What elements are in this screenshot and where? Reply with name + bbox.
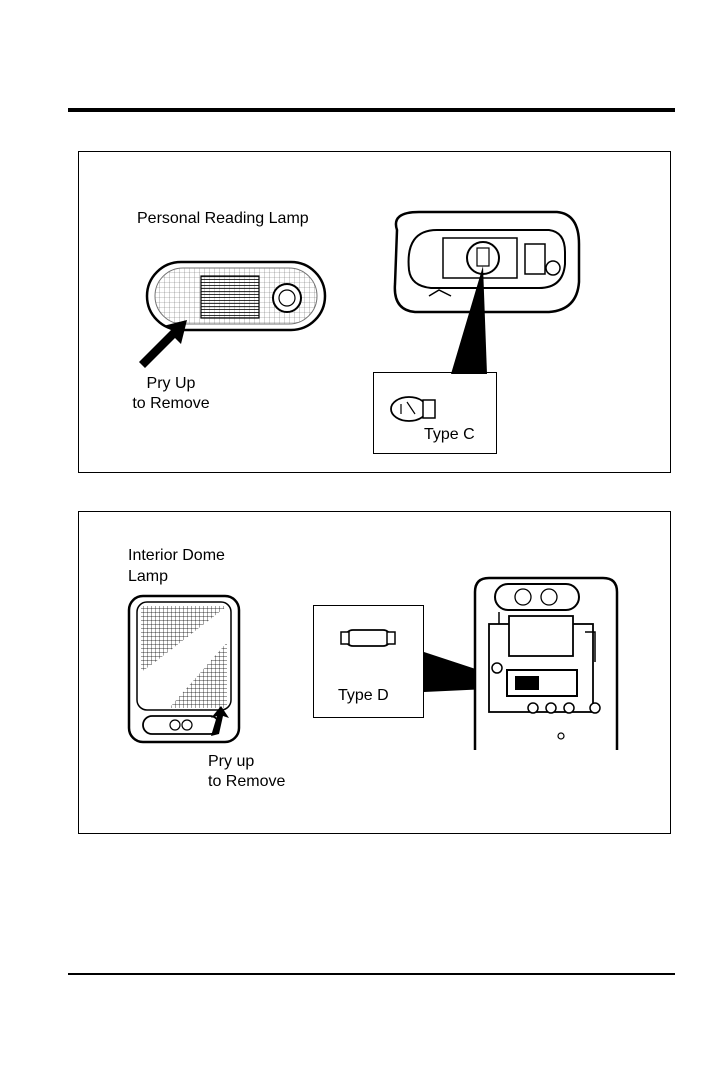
dome-lamp-lens: [129, 596, 239, 742]
reading-lamp-housing: [395, 212, 579, 312]
footer-rule: [68, 973, 675, 975]
header-rule: [68, 108, 675, 112]
pry-up-label-line1: Pry Up: [111, 374, 231, 393]
pry-up-label-line2: to Remove: [208, 772, 285, 791]
type-c-label: Type C: [424, 425, 475, 444]
reading-lamp-lens: [147, 262, 325, 330]
reading-lamp-figure: Personal Reading Lamp: [78, 151, 671, 473]
pry-up-label-line1: Pry up: [208, 752, 254, 771]
pry-up-arrow-icon: [139, 320, 187, 368]
dome-lamp-housing: [475, 578, 617, 750]
type-d-label: Type D: [338, 686, 389, 705]
pry-up-label-line2: to Remove: [111, 394, 231, 413]
type-c-bulb-inset: Type C: [373, 372, 497, 454]
dome-lamp-figure: Interior Dome Lamp: [78, 511, 671, 834]
type-d-bulb-inset: Type D: [313, 605, 424, 718]
